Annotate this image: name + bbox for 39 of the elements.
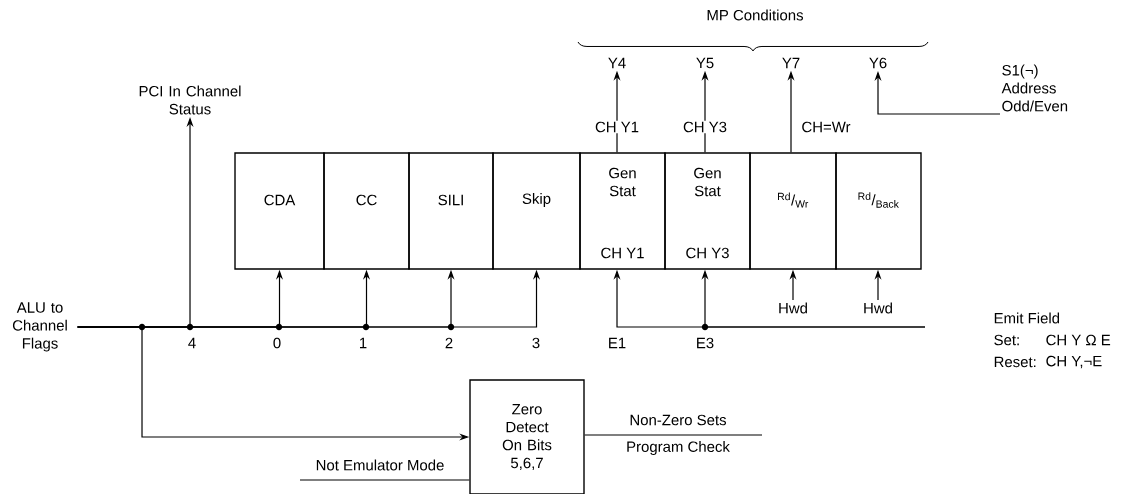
edge-label: Not Emulator Mode — [316, 459, 444, 471]
signal-line — [584, 434, 763, 436]
text-label: MP Conditions — [707, 9, 803, 21]
register-cell: CDA — [234, 152, 325, 270]
signal-line — [299, 479, 470, 481]
edge-label: E3 — [697, 337, 714, 349]
signal-label: Y5 — [696, 57, 714, 69]
logic-box: Zero Detect On Bits 5,6,7 — [469, 379, 585, 494]
signal-label: Y7 — [782, 57, 800, 69]
register-cell: $^{Rd}$/$_{Back}$ — [835, 152, 922, 270]
signal-label: ALU to Channel Flags — [12, 302, 67, 352]
signal-label: Hwd — [864, 302, 892, 314]
signal-label: PCI In Channel Status — [139, 85, 241, 115]
text-label: Emit Field — [994, 312, 1060, 324]
edge-label: 1 — [360, 337, 367, 349]
edge-label: CH=Wr — [802, 121, 851, 133]
edge-label: 0 — [273, 337, 281, 349]
register-cell: CC — [323, 152, 410, 270]
text-label: Program Check — [627, 441, 730, 455]
edge-label: CH Y1 — [594, 120, 640, 134]
register-cell: Gen Stat CH Y1 — [579, 152, 666, 270]
signal-label: S1(¬) Address Odd/Even — [1001, 64, 1068, 112]
register-cell: Skip — [492, 152, 581, 270]
edge-label: Non-Zero Sets — [630, 414, 726, 426]
register-cell: $^{Rd}$/$_{Wr}$ — [749, 152, 837, 270]
edge-label: 4 — [188, 337, 196, 349]
signal-label: Hwd — [779, 302, 807, 314]
edge-label: E1 — [609, 337, 626, 349]
text-label: Reset: — [994, 356, 1036, 368]
edge-label: 3 — [532, 337, 540, 349]
text-label: Set: — [994, 334, 1019, 346]
signal-label: Y6 — [869, 57, 887, 69]
edge-label: 2 — [445, 337, 453, 349]
text-label: CH Y Ω E — [1046, 334, 1111, 346]
edge-label: CH Y3 — [682, 120, 728, 134]
signal-label: Y4 — [608, 57, 626, 69]
register-cell: SILI — [408, 152, 494, 270]
register-cell: Gen Stat CH Y3 — [664, 152, 751, 270]
text-label: CH Y,¬E — [1046, 355, 1102, 369]
